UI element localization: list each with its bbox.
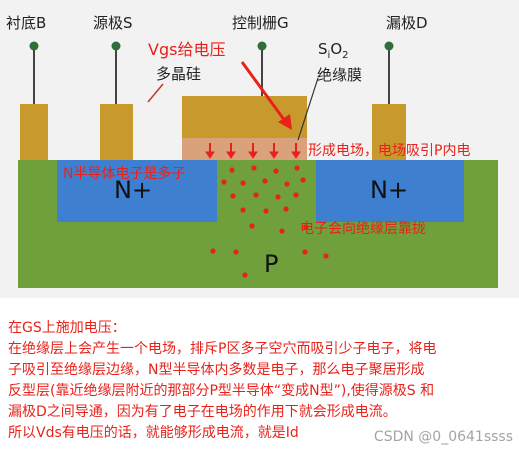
caption-line-3: 反型层(靠近绝缘层附近的那部分P型半导体“变成N型”),使得源极S 和 [8, 383, 435, 399]
n-plus-left-label: N+ [114, 176, 153, 204]
electric-field-arrows [205, 143, 301, 159]
p-region-label: P [264, 250, 279, 278]
electrons-drift-label: 电子会向绝缘层靠拢 [300, 221, 426, 237]
drain-contact [372, 104, 406, 160]
caption-line-1: 在绝缘层上会产生一个电场，排斥P区多子空穴而吸引少子电子，将电 [8, 341, 437, 357]
n-plus-right-region [316, 160, 464, 222]
oxide-layer [182, 138, 307, 160]
substrate-contact [20, 104, 48, 160]
electric-field-label: 形成电场，电场吸引P内电 [308, 143, 471, 159]
caption-title: 在GS上施加电压： [8, 320, 126, 336]
n-plus-left-region [57, 160, 217, 222]
vgs-label: Vgs给电压 [148, 40, 226, 59]
substrate-terminal-dot [29, 41, 39, 51]
n-plus-right-label: N+ [370, 176, 409, 204]
drain-terminal-dot [384, 41, 394, 51]
vgs-arrow-head [278, 114, 292, 130]
sio2-label: SiO2 [318, 40, 349, 61]
gate-terminal-dot [257, 41, 267, 51]
caption-line-5: 所以Vds有电压的话，就能够形成电流，就是Id [8, 425, 299, 441]
caption-line-2: 子吸引至绝缘层边缘，N型半导体内多数是电子，那么电子聚居形成 [8, 362, 425, 378]
drain-terminal-label: 漏极D [386, 14, 428, 32]
gate-terminal-label: 控制栅G [232, 14, 289, 32]
source-contact [100, 104, 133, 160]
watermark: CSDN @0_0641ssss [373, 429, 513, 445]
insulator-label: 绝缘膜 [317, 66, 363, 84]
explanation-text: 在GS上施加电压： 在绝缘层上会产生一个电场，排斥P区多子空穴而吸引少子电子，将… [8, 318, 513, 444]
source-terminal-dot [111, 41, 121, 51]
mosfet-diagram: 衬底B 源极S 控制栅G 漏极D Vgs给电压 多晶硅 SiO2 绝缘膜 形成电… [0, 0, 519, 298]
substrate-terminal-label: 衬底B [6, 14, 47, 32]
polysilicon-label: 多晶硅 [156, 65, 202, 83]
electron-dots [210, 165, 329, 278]
n-electrons-label: N半导体电子是多子 [63, 166, 186, 182]
caption-line-4: 漏极D之间导通，因为有了电子在电场的作用下就会形成电流。 [8, 404, 397, 420]
mosfet-structure [18, 41, 498, 288]
source-terminal-label: 源极S [93, 14, 133, 32]
